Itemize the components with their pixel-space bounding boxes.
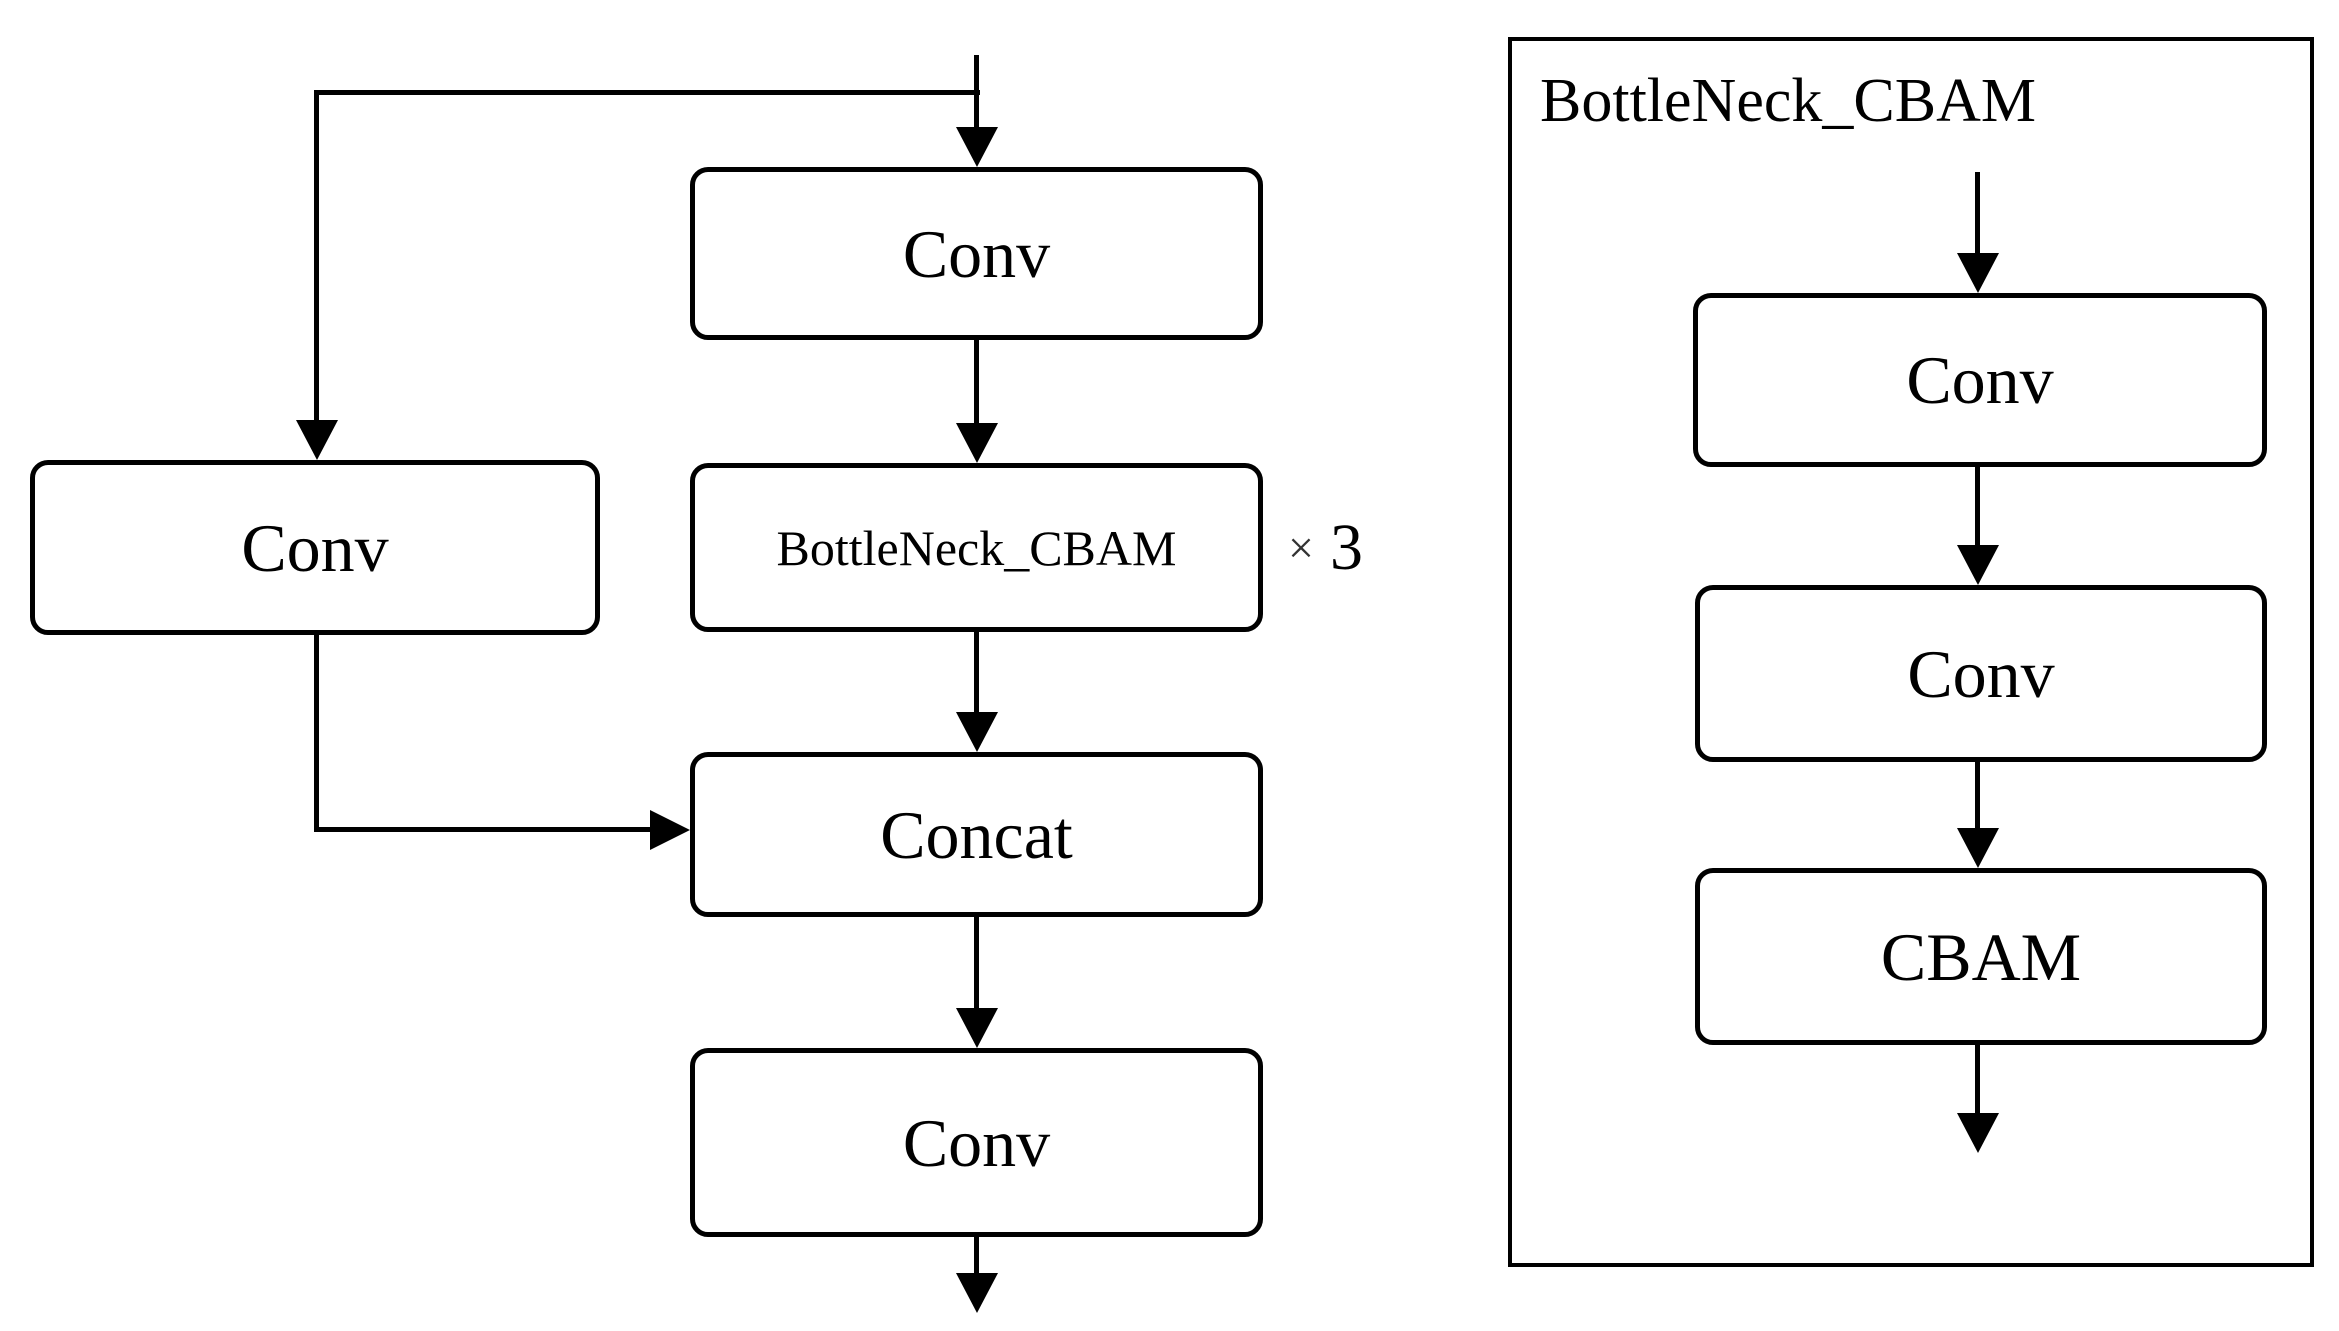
panel-conv-box-top: Conv [1693,293,2267,467]
connector-line [1975,467,1980,549]
concat-box: Concat [690,752,1263,917]
connector-output-line [1975,1045,1980,1118]
arrow-down-icon [1957,253,1999,293]
arrow-down-icon [1957,828,1999,868]
panel-cbam-box-label: CBAM [1880,918,2082,995]
arrow-down-icon [956,712,998,752]
bottleneck-cbam-box: BottleNeck_CBAM [690,463,1263,632]
connector-line [974,917,979,1012]
panel-title: BottleNeck_CBAM [1540,67,2036,135]
arrow-down-icon [956,127,998,167]
conv-box-top: Conv [690,167,1263,340]
connector-line [1975,172,1980,254]
panel-conv-box-mid: Conv [1695,585,2267,762]
conv-box-bottom: Conv [690,1048,1263,1237]
connector-line [974,340,979,428]
connector-skip-merge-line [314,827,654,832]
connector-skip-top-line [314,90,980,95]
repeat-annotation: × 3 [1288,503,1363,593]
conv-box-left: Conv [30,460,600,635]
connector-output-line [974,1237,979,1277]
arrow-right-icon [650,810,690,850]
concat-box-label: Concat [880,796,1073,873]
bottleneck-cbam-box-label: BottleNeck_CBAM [776,519,1177,576]
multiply-icon: × [1288,522,1314,573]
panel-cbam-box: CBAM [1695,868,2267,1045]
arrow-down-icon [956,1273,998,1313]
arrow-down-icon [956,423,998,463]
panel-conv-box-mid-label: Conv [1907,635,2055,712]
arrow-down-icon [296,420,338,460]
arrow-down-icon [1957,1113,1999,1153]
arrow-down-icon [1957,545,1999,585]
conv-box-left-label: Conv [241,509,389,586]
connector-skip-left-line [314,90,319,423]
connector-line [974,632,979,716]
conv-box-bottom-label: Conv [902,1104,1051,1181]
repeat-count: 3 [1329,511,1363,584]
connector-line [1975,762,1980,832]
conv-box-top-label: Conv [902,215,1051,292]
connector-skip-down-line [314,635,319,832]
panel-conv-box-top-label: Conv [1906,342,2054,418]
arrow-down-icon [956,1008,998,1048]
